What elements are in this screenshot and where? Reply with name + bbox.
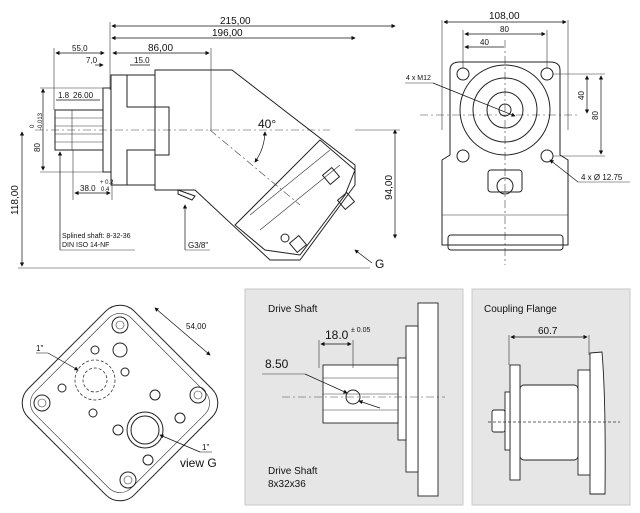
spline-note-1: Splined shaft: 8-32-36 — [62, 233, 131, 240]
dim-8-50: 8.50 — [265, 357, 289, 371]
dim-40-v: 40 — [577, 91, 586, 100]
view-g-title: view G — [180, 456, 217, 470]
view-g-arrow-label: G — [375, 257, 384, 271]
view-g: 54,00 1" 1" view G — [21, 304, 219, 502]
dim-60-7: 60.7 — [538, 326, 558, 337]
seat-tol-lower: 0.4 — [101, 187, 110, 193]
shaft-tol-lower: -0.013 — [38, 112, 44, 130]
dim-1-8: 1.8 — [58, 91, 70, 100]
dim-54: 54,00 — [186, 322, 207, 331]
thread-note: 4 x M12 — [406, 75, 431, 82]
spline-note-2: DIN ISO 14-NF — [62, 242, 109, 249]
side-view: 215,00 196,00 55,0 86,00 7,0 15.0 1.8 26… — [10, 16, 400, 271]
drive-shaft-title: Drive Shaft — [268, 304, 318, 315]
shaft-tol-upper: 0 — [30, 124, 36, 128]
dim-15: 15.0 — [134, 56, 150, 65]
dim-38: 38.0 — [80, 184, 96, 193]
angle-40: 40° — [258, 117, 276, 131]
seat-tol-upper: + 0.2 — [100, 180, 114, 186]
dim-80-h: 80 — [500, 25, 509, 34]
dim-55: 55,0 — [72, 44, 88, 53]
dim-118: 118,00 — [10, 185, 21, 215]
dim-26: 26.00 — [73, 91, 94, 100]
drive-shaft-caption-2: 8x32x36 — [268, 479, 306, 490]
dim-215: 215,00 — [220, 16, 251, 27]
drive-shaft-panel: Drive Shaft 18.0 ± 0.05 8.50 Drive Shaft… — [244, 288, 464, 506]
dim-108: 108,00 — [489, 11, 520, 22]
coupling-flange-title: Coupling Flange — [484, 304, 557, 315]
front-view: 108,00 80 40 40 80 4 x M12 4 x Ø 12.75 — [405, 11, 630, 265]
dim-80: 80 — [33, 143, 42, 152]
drive-shaft-caption-1: Drive Shaft — [268, 466, 318, 477]
port-b-size: 1" — [202, 443, 209, 452]
coupling-flange-panel: Coupling Flange 60.7 — [471, 288, 631, 506]
dim-7: 7,0 — [86, 56, 98, 65]
dim-18: 18.0 — [325, 328, 349, 342]
dim-40-h: 40 — [480, 38, 489, 47]
port-a-size: 1" — [36, 344, 43, 353]
dim-18-tol: ± 0.05 — [351, 327, 371, 334]
port-note: G3/8" — [188, 241, 208, 250]
dim-196: 196,00 — [212, 28, 243, 39]
dim-86: 86,00 — [148, 43, 173, 54]
dim-80-v: 80 — [591, 111, 600, 120]
dim-94: 94,00 — [384, 175, 395, 200]
holes-note: 4 x Ø 12.75 — [581, 173, 623, 182]
